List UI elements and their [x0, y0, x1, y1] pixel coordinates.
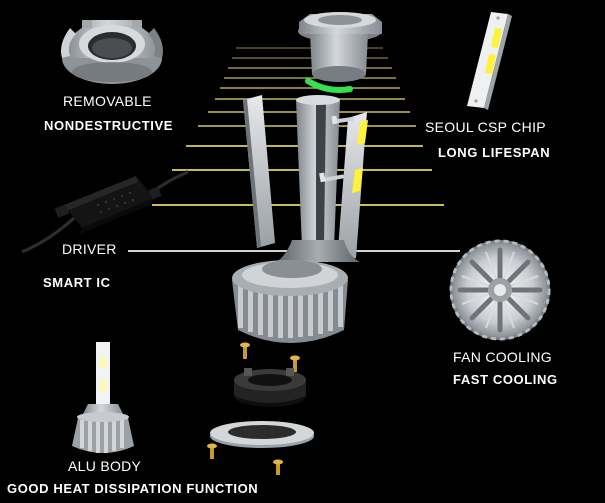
- driver-subtitle: SMART IC: [43, 275, 111, 290]
- removable-title: REMOVABLE: [63, 93, 152, 109]
- removable-subtitle: NONDESTRUCTIVE: [44, 118, 174, 133]
- screw-icon: [290, 355, 300, 372]
- screw-icon: [240, 342, 250, 359]
- base-ring-icon: [210, 421, 314, 448]
- bulb-assembly: [207, 12, 382, 475]
- driver-box-icon: [21, 170, 189, 254]
- screw-icon: [207, 443, 217, 459]
- screw-icon: [273, 459, 283, 475]
- screw-icon: [319, 172, 345, 183]
- guide-lines: [128, 47, 460, 252]
- fan-title: FAN COOLING: [453, 349, 552, 365]
- o-ring-icon: [305, 78, 353, 93]
- driver-title: DRIVER: [62, 241, 117, 257]
- screw-icon: [331, 115, 355, 125]
- fan-icon: [449, 239, 551, 341]
- chip-title: SEOUL CSP CHIP: [425, 119, 546, 135]
- fan-subtitle: FAST COOLING: [453, 372, 558, 387]
- alu-subtitle: GOOD HEAT DISSIPATION FUNCTION: [7, 481, 259, 496]
- mount-collar-icon: [234, 368, 306, 407]
- adapter-ring-icon: [61, 20, 163, 84]
- led-chip-board-icon: [467, 12, 512, 110]
- alu-title: ALU BODY: [68, 458, 142, 474]
- bulb-icon: [72, 342, 134, 453]
- chip-subtitle: LONG LIFESPAN: [438, 145, 551, 160]
